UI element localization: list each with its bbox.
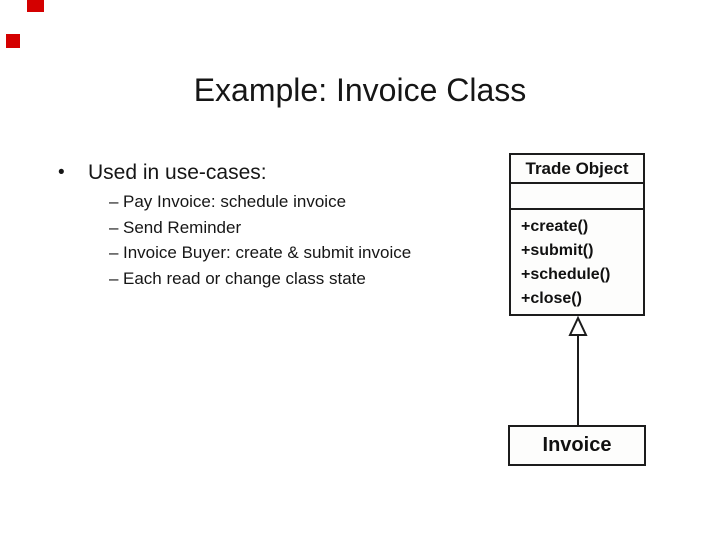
sub-bullet-text: Send Reminder [123,217,242,237]
operation-label: +create() [521,218,589,235]
slide-title: Example: Invoice Class [193,72,527,108]
attributes-compartment [511,184,643,210]
dash-marker-icon: – [109,217,119,237]
red-square-marker-1 [27,0,44,12]
sub-bullet-list: – Pay Invoice: schedule invoice – Send R… [109,189,411,291]
dash-marker-icon: – [109,268,119,288]
sub-bullet-item: – Each read or change class state [109,266,411,292]
dash-marker-icon: – [109,192,119,211]
bullet-marker-icon: • [58,162,65,183]
sub-bullet-item: – Send Reminder [109,215,411,241]
bullet-text: Used in use-cases: [88,161,267,184]
dash-marker-icon: – [109,243,119,262]
sub-bullet-text: Each read or change class state [123,268,366,288]
inheritance-arrow-icon [568,316,588,425]
red-square-marker-2 [6,34,20,48]
class-name: Invoice [542,434,612,456]
class-name: Trade Object [511,155,643,184]
uml-class-trade-object: Trade Object +create() +submit() +schedu… [509,153,645,316]
uml-class-invoice: Invoice [508,425,646,466]
operation-label: +submit() [521,242,594,259]
sub-bullet-text: Invoice Buyer: create & submit invoice [123,243,412,262]
bullet-item: • Used in use-cases: [58,161,267,184]
sub-bullet-text: Pay Invoice: schedule invoice [123,192,347,211]
operations-compartment: +create() +submit() +schedule() +close() [511,210,643,311]
operation-label: +close() [521,290,582,307]
operation-label: +schedule() [521,266,611,283]
sub-bullet-item: – Invoice Buyer: create & submit invoice [109,240,411,266]
sub-bullet-item: – Pay Invoice: schedule invoice [109,189,411,215]
